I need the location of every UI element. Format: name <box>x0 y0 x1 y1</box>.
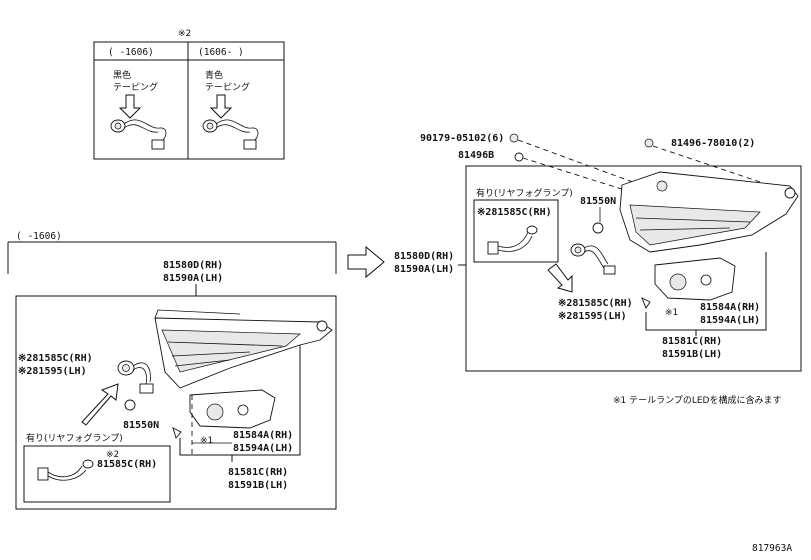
right-socket-rh: ※281585C(RH) <box>558 298 633 309</box>
left-fog-title: 有り(リヤフォグランプ) <box>26 432 123 444</box>
right-fog-code: ※281585C(RH) <box>477 207 552 218</box>
right-lens-lh: 81591B(LH) <box>662 349 722 360</box>
screw-icon <box>509 133 519 143</box>
inset-right-header: (1606- ) <box>198 47 244 58</box>
right-assembly: 81580D(RH) 81590A(LH) 90179-05102(6) 814… <box>394 133 802 372</box>
reference-number: 817963A <box>752 543 792 554</box>
right-grommet: 81550N <box>580 196 616 207</box>
grommet-icon <box>592 222 604 234</box>
left-socket-lh: ※281595(LH) <box>18 366 87 377</box>
right-lens-rh: 81581C(RH) <box>662 336 722 347</box>
clip-icon <box>641 297 651 309</box>
left-range: ( -1606) <box>16 231 62 242</box>
left-inner-rh: 81584A(RH) <box>233 430 293 441</box>
down-arrow-icon <box>547 263 573 293</box>
grommet-icon <box>124 399 136 411</box>
inset-left-tape: テーピング <box>113 81 158 93</box>
right-frame <box>465 165 802 372</box>
inset-note: ※2 <box>178 29 191 39</box>
right-retainer: 81496B <box>458 150 494 161</box>
right-nut: 81496-78010(2) <box>671 138 755 149</box>
inset-left-color: 黒色 <box>113 69 131 81</box>
left-lens-rh: 81581C(RH) <box>228 467 288 478</box>
left-grommet: 81550N <box>123 420 159 431</box>
inset-left-header: ( -1606) <box>108 47 154 58</box>
down-arrow-icon <box>209 94 233 119</box>
inset-table: ※2 ( -1606) (1606- ) 黒色 テーピング 青色 テーピング <box>93 29 285 160</box>
inner-lens-part <box>189 389 276 455</box>
inset-right-color: 青色 <box>205 69 223 81</box>
nut-icon <box>644 138 654 148</box>
right-fog-title: 有り(リヤフォグランプ) <box>476 187 573 199</box>
up-arrow-icon <box>81 383 119 426</box>
socket-harness-icon <box>117 360 154 394</box>
left-note1: ※1 <box>200 436 213 446</box>
tail-lamp-housing <box>619 171 799 253</box>
left-lens-lh: 81591B(LH) <box>228 480 288 491</box>
right-arrow-icon <box>347 245 385 279</box>
left-fog-box <box>23 445 171 503</box>
right-screw: 90179-05102(6) <box>420 133 504 144</box>
socket-harness-icon <box>202 119 259 150</box>
retainer-icon <box>514 152 524 162</box>
footnote: ※1 テールランプのLEDを構成に含みます <box>613 394 782 406</box>
tail-lamp-housing <box>154 309 333 389</box>
right-note1: ※1 <box>665 308 678 318</box>
socket-harness-icon <box>570 243 616 275</box>
socket-harness-icon <box>110 119 167 150</box>
right-code-lh: 81590A(LH) <box>394 264 454 275</box>
inset-frame <box>93 41 285 160</box>
right-code-rh: 81580D(RH) <box>394 251 454 262</box>
left-code-rh: 81580D(RH) <box>163 260 223 271</box>
clip-icon <box>172 427 182 439</box>
left-fog-code: 81585C(RH) <box>97 459 157 470</box>
left-frame <box>15 295 337 510</box>
socket-harness-icon <box>37 459 94 481</box>
right-inner-lh: 81594A(LH) <box>700 315 760 326</box>
inner-lens-part <box>654 257 736 301</box>
right-inner-rh: 81584A(RH) <box>700 302 760 313</box>
socket-harness-icon <box>487 225 538 255</box>
left-assembly: ( -1606) 81580D(RH) 81590A(LH) ※281585C(… <box>7 231 337 510</box>
inset-right-tape: テーピング <box>205 81 250 93</box>
down-arrow-icon <box>118 94 142 119</box>
right-socket-lh: ※281595(LH) <box>558 311 627 322</box>
left-code-lh: 81590A(LH) <box>163 273 223 284</box>
left-inner-lh: 81594A(LH) <box>233 443 293 454</box>
right-fog-box <box>473 199 559 263</box>
left-socket-rh: ※281585C(RH) <box>18 353 93 364</box>
left-fog-note: ※2 <box>106 450 119 460</box>
